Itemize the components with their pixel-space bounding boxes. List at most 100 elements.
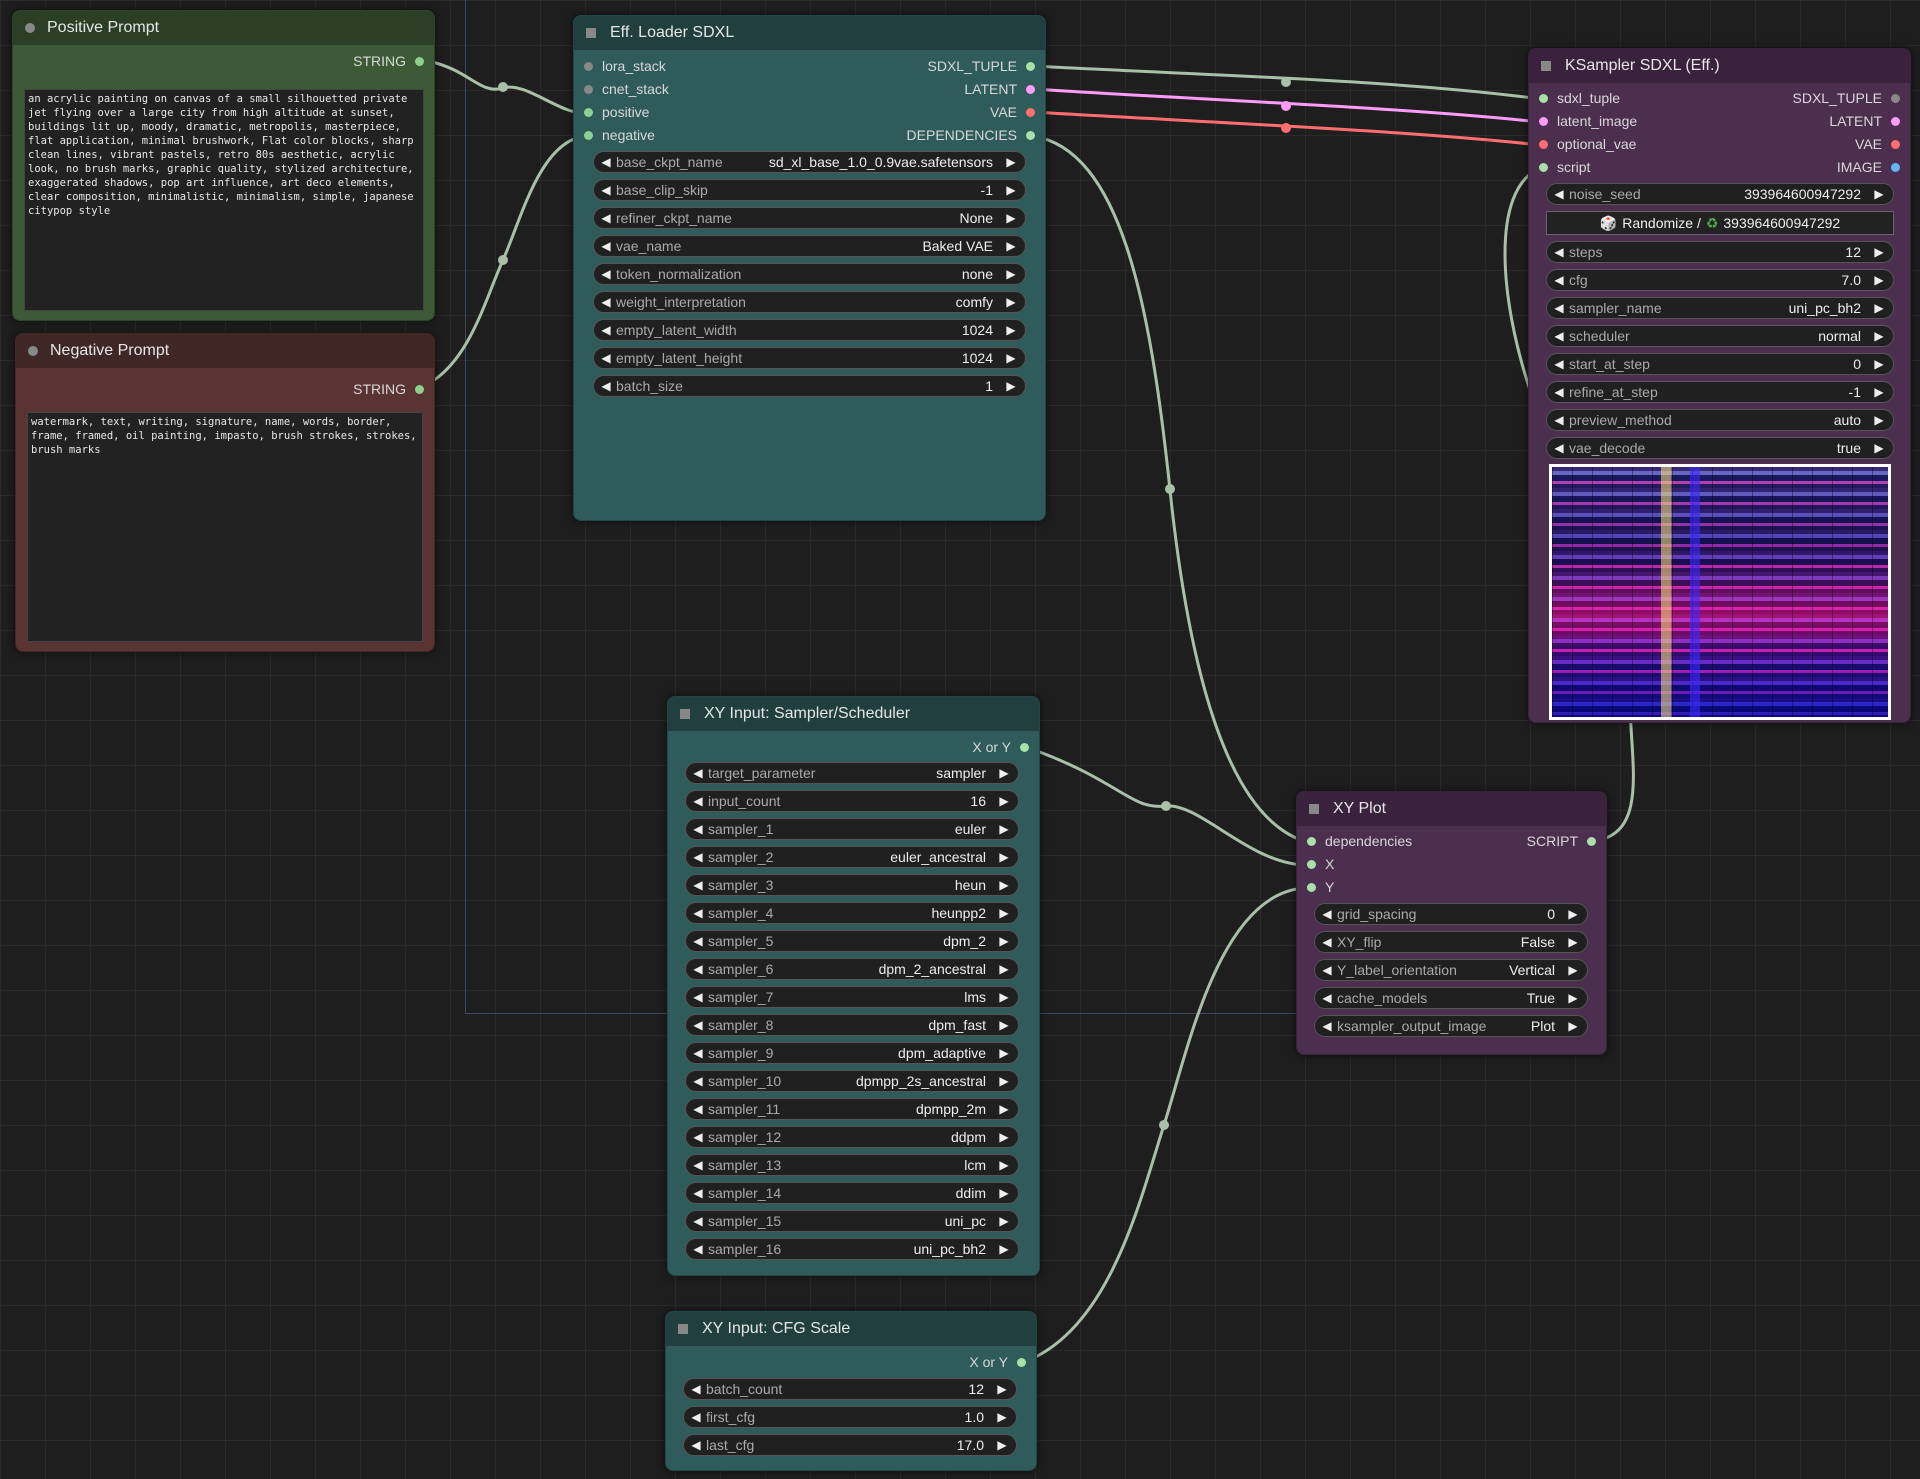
output-preview-image[interactable]: [1549, 464, 1891, 720]
arrow-right-icon[interactable]: ▶: [1874, 187, 1884, 201]
arrow-right-icon[interactable]: ▶: [1568, 935, 1578, 949]
arrow-right-icon[interactable]: ▶: [999, 1242, 1009, 1256]
arrow-left-icon[interactable]: ◀: [601, 323, 611, 337]
arrow-left-icon[interactable]: ◀: [1554, 413, 1564, 427]
input-slot-y[interactable]: [1307, 882, 1316, 892]
negative-prompt-node[interactable]: Negative Prompt STRING watermark, text, …: [15, 333, 435, 652]
arrow-right-icon[interactable]: ▶: [1874, 357, 1884, 371]
arrow-left-icon[interactable]: ◀: [693, 1158, 703, 1172]
node-title-bar[interactable]: XY Input: CFG Scale: [666, 1312, 1036, 1346]
collapse-dot-icon[interactable]: [28, 346, 38, 356]
arrow-right-icon[interactable]: ▶: [1006, 323, 1016, 337]
arrow-right-icon[interactable]: ▶: [1874, 245, 1884, 259]
collapse-square-icon[interactable]: [1541, 61, 1551, 71]
arrow-right-icon[interactable]: ▶: [999, 1102, 1009, 1116]
arrow-left-icon[interactable]: ◀: [601, 379, 611, 393]
output-slot-sdxl-tuple[interactable]: [1891, 93, 1900, 103]
arrow-left-icon[interactable]: ◀: [1554, 385, 1564, 399]
output-slot-x-or-y[interactable]: [1020, 742, 1029, 752]
arrow-right-icon[interactable]: ▶: [1874, 301, 1884, 315]
arrow-right-icon[interactable]: ▶: [999, 1046, 1009, 1060]
arrow-right-icon[interactable]: ▶: [999, 850, 1009, 864]
output-slot-string[interactable]: [415, 56, 424, 66]
arrow-right-icon[interactable]: ▶: [999, 1074, 1009, 1088]
arrow-left-icon[interactable]: ◀: [601, 155, 611, 169]
arrow-left-icon[interactable]: ◀: [693, 822, 703, 836]
eff-loader-sdxl-node[interactable]: Eff. Loader SDXL lora_stack SDXL_TUPLE c…: [573, 15, 1046, 521]
arrow-right-icon[interactable]: ▶: [1874, 413, 1884, 427]
arrow-left-icon[interactable]: ◀: [1322, 907, 1332, 921]
positive-prompt-node[interactable]: Positive Prompt STRING an acrylic painti…: [12, 10, 435, 321]
arrow-left-icon[interactable]: ◀: [601, 211, 611, 225]
arrow-left-icon[interactable]: ◀: [601, 351, 611, 365]
arrow-left-icon[interactable]: ◀: [1322, 963, 1332, 977]
arrow-left-icon[interactable]: ◀: [693, 962, 703, 976]
prompt-textarea[interactable]: an acrylic painting on canvas of a small…: [24, 89, 424, 311]
arrow-left-icon[interactable]: ◀: [691, 1382, 701, 1396]
arrow-right-icon[interactable]: ▶: [999, 934, 1009, 948]
arrow-left-icon[interactable]: ◀: [693, 1074, 703, 1088]
arrow-right-icon[interactable]: ▶: [1874, 273, 1884, 287]
node-title-bar[interactable]: XY Input: Sampler/Scheduler: [668, 697, 1039, 731]
arrow-right-icon[interactable]: ▶: [999, 962, 1009, 976]
xy-plot-node[interactable]: XY Plot dependencies SCRIPT X Y ◀grid_sp…: [1296, 791, 1607, 1055]
arrow-left-icon[interactable]: ◀: [601, 267, 611, 281]
output-slot-vae[interactable]: [1891, 139, 1900, 149]
arrow-right-icon[interactable]: ▶: [999, 906, 1009, 920]
arrow-right-icon[interactable]: ▶: [999, 1018, 1009, 1032]
arrow-right-icon[interactable]: ▶: [999, 1214, 1009, 1228]
arrow-left-icon[interactable]: ◀: [1554, 441, 1564, 455]
arrow-right-icon[interactable]: ▶: [1874, 329, 1884, 343]
input-slot-positive[interactable]: [584, 107, 593, 117]
arrow-right-icon[interactable]: ▶: [1874, 385, 1884, 399]
input-slot-x[interactable]: [1307, 859, 1316, 869]
arrow-right-icon[interactable]: ▶: [999, 878, 1009, 892]
arrow-left-icon[interactable]: ◀: [693, 990, 703, 1004]
arrow-left-icon[interactable]: ◀: [1322, 991, 1332, 1005]
arrow-right-icon[interactable]: ▶: [1568, 1019, 1578, 1033]
arrow-right-icon[interactable]: ▶: [997, 1410, 1007, 1424]
ksampler-sdxl-node[interactable]: KSampler SDXL (Eff.) sdxl_tuple SDXL_TUP…: [1528, 48, 1911, 723]
node-title-bar[interactable]: XY Plot: [1297, 792, 1606, 826]
collapse-square-icon[interactable]: [678, 1324, 688, 1334]
output-slot-string[interactable]: [415, 384, 424, 394]
arrow-left-icon[interactable]: ◀: [601, 239, 611, 253]
collapse-square-icon[interactable]: [680, 709, 690, 719]
arrow-left-icon[interactable]: ◀: [601, 295, 611, 309]
arrow-right-icon[interactable]: ▶: [1006, 295, 1016, 309]
collapse-square-icon[interactable]: [586, 28, 596, 38]
output-slot-image[interactable]: [1891, 162, 1900, 172]
arrow-left-icon[interactable]: ◀: [1554, 301, 1564, 315]
arrow-left-icon[interactable]: ◀: [693, 906, 703, 920]
arrow-left-icon[interactable]: ◀: [693, 1242, 703, 1256]
arrow-left-icon[interactable]: ◀: [1554, 329, 1564, 343]
input-slot-cnet-stack[interactable]: [584, 84, 593, 94]
arrow-right-icon[interactable]: ▶: [999, 1130, 1009, 1144]
arrow-right-icon[interactable]: ▶: [997, 1382, 1007, 1396]
output-slot-dependencies[interactable]: [1026, 130, 1035, 140]
input-slot-lora-stack[interactable]: [584, 61, 593, 71]
arrow-left-icon[interactable]: ◀: [693, 878, 703, 892]
